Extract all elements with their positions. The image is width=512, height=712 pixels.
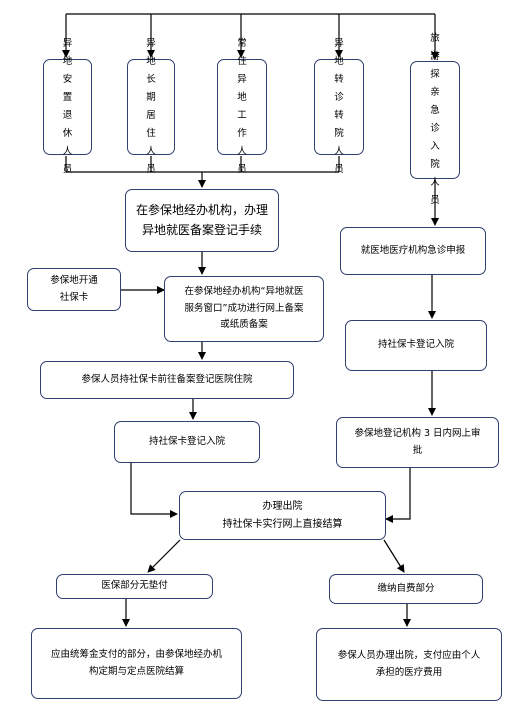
self-pay-box: 缴纳自费部分 (329, 574, 483, 604)
left-admission-text: 持社保卡登记入院 (148, 435, 225, 447)
discharge-settlement-text: 办理出院 持社保卡实行网上直接结算 (222, 501, 343, 530)
fund-settlement-text: 应由统筹金支付的部分，由参保地经办机 构定期与定点医院结算 (50, 648, 222, 677)
open-social-card-text: 参保地开通 社保卡 (50, 274, 98, 303)
register-filing-text: 在参保地经办机构，办理 异地就医备案登记手续 (135, 203, 268, 237)
go-to-hospital-box: 参保人员持社保卡前往备案登记医院住院 (40, 361, 294, 399)
discharge-settlement-box: 办理出院 持社保卡实行网上直接结算 (179, 491, 386, 540)
open-social-card-box: 参保地开通 社保卡 (27, 268, 121, 311)
category-label-referral-transfers: 异地转诊转院人员 (334, 37, 344, 176)
category-box-long-term-residents: 异地长期居住人员 (127, 38, 175, 175)
category-label-long-term-residents: 异地长期居住人员 (146, 37, 156, 176)
register-filing-box: 在参保地经办机构，办理 异地就医备案登记手续 (125, 189, 279, 252)
right-admission-box: 持社保卡登记入院 (345, 320, 487, 371)
online-filing-box: 在参保地经办机构“异地就医 服务窗口”成功进行网上备案 或纸质备案 (164, 276, 324, 342)
category-box-remote-workers: 常住异地工作人员 (217, 38, 267, 175)
emergency-report-box: 就医地医疗机构急诊申报 (340, 227, 486, 275)
category-label-remote-workers: 常住异地工作人员 (237, 37, 247, 176)
insurance-part-box: 医保部分无垫付 (56, 574, 213, 599)
category-box-retirees: 异地安置退休人员 (43, 38, 92, 175)
online-review-box: 参保地登记机构 3 日内网上审 批 (336, 417, 499, 468)
arrow-review-to-discharge (385, 468, 411, 523)
arrow-to-self-pay (383, 539, 405, 573)
category-box-emergency-travelers: 旅游探亲急诊入院人员 (410, 33, 460, 206)
fund-settlement-box: 应由统筹金支付的部分，由参保地经办机 构定期与定点医院结算 (31, 628, 242, 699)
self-pay-text: 缴纳自费部分 (377, 582, 435, 594)
category-label-emergency-travelers: 旅游探亲急诊入院人员 (430, 32, 440, 207)
category-box-referral-transfers: 异地转诊转院人员 (314, 38, 364, 175)
arrow-left-admit-to-discharge (130, 463, 178, 518)
left-admission-box: 持社保卡登记入院 (114, 421, 260, 463)
emergency-report-text: 就医地医疗机构急诊申报 (360, 244, 466, 256)
go-to-hospital-text: 参保人员持社保卡前往备案登记医院住院 (81, 373, 253, 385)
personal-costs-text: 参保人员办理出院，支付应由个人 承担的医疗费用 (337, 649, 481, 678)
arrow-to-insurance-part (147, 539, 181, 573)
personal-costs-box: 参保人员办理出院，支付应由个人 承担的医疗费用 (316, 628, 502, 701)
online-review-text: 参保地登记机构 3 日内网上审 批 (354, 427, 481, 456)
right-admission-text: 持社保卡登记入院 (377, 339, 454, 351)
insurance-part-text: 医保部分无垫付 (101, 580, 168, 592)
online-filing-text: 在参保地经办机构“异地就医 服务窗口”成功进行网上备案 或纸质备案 (184, 286, 304, 331)
category-label-retirees: 异地安置退休人员 (62, 37, 73, 176)
